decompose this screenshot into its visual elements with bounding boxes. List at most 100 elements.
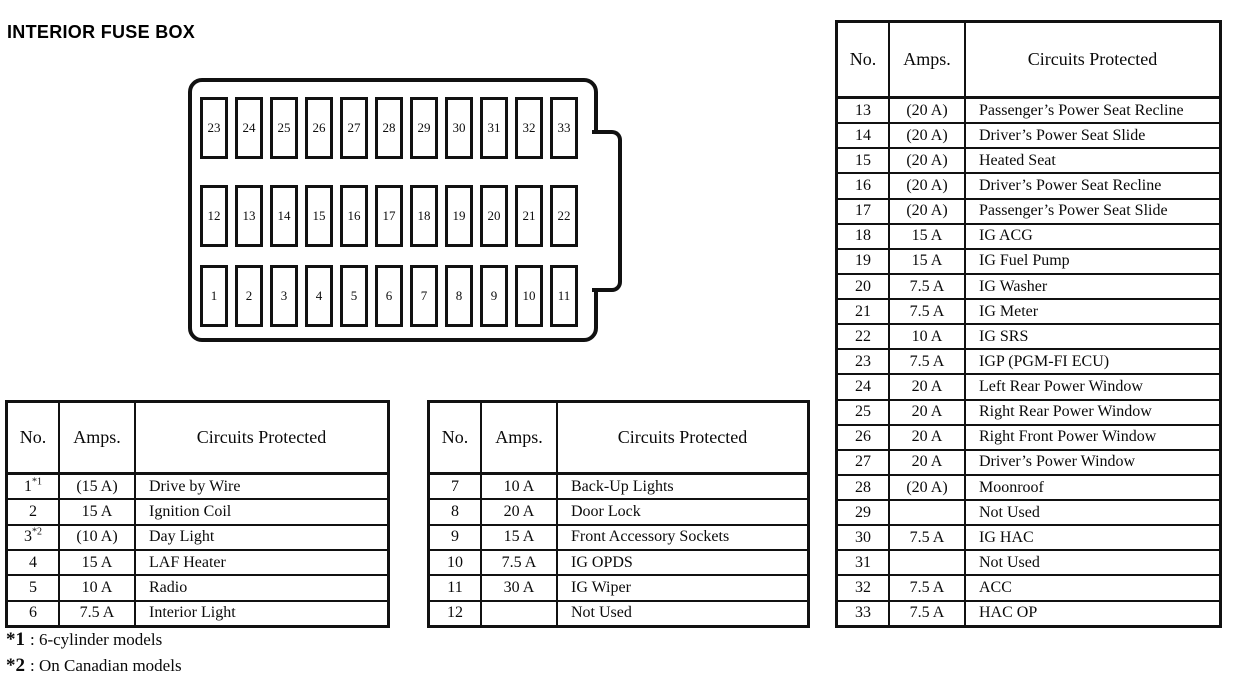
amps-cell	[888, 499, 966, 527]
amps-cell: 7.5 A	[888, 524, 966, 552]
footnote-marker: *2	[32, 526, 42, 538]
amps-cell: (20 A)	[888, 473, 966, 502]
amps-cell: 15 A	[58, 498, 136, 526]
fuse-15: 15	[305, 185, 333, 247]
amps-cell: 7.5 A	[480, 548, 558, 577]
fuse-box-connector-tab	[592, 130, 622, 292]
circuit-cell: Right Rear Power Window	[964, 398, 1222, 426]
fuse-number-cell: 26	[835, 423, 890, 451]
amps-cell: 20 A	[480, 498, 558, 526]
circuit-cell: Heated Seat	[964, 147, 1222, 175]
fuse-30: 30	[445, 97, 473, 159]
circuit-cell: Day Light	[134, 523, 390, 551]
fuse-27: 27	[340, 97, 368, 159]
fuse-21: 21	[515, 185, 543, 247]
fuse-number-cell: 5	[5, 574, 60, 602]
circuit-cell: Driver’s Power Seat Slide	[964, 122, 1222, 150]
fuse-22: 22	[550, 185, 578, 247]
amps-cell: 30 A	[480, 574, 558, 602]
column-header-amps: Amps.	[888, 20, 966, 99]
table-row-fuse-16: 16(20 A)Driver’s Power Seat Recline	[835, 172, 1222, 200]
fuse-number-cell: 12	[427, 599, 482, 628]
fuse-7: 7	[410, 265, 438, 327]
fuse-25: 25	[270, 97, 298, 159]
fuse-number-cell: 14	[835, 122, 890, 150]
amps-cell: (20 A)	[888, 96, 966, 125]
circuit-cell: Radio	[134, 574, 390, 602]
circuit-cell: IG HAC	[964, 524, 1222, 552]
table-row-fuse-1: 1*1(15 A)Drive by Wire	[5, 472, 390, 501]
column-header-circuits-protected: Circuits Protected	[964, 20, 1222, 99]
footnote-marker: *1	[32, 476, 42, 488]
fuse-6: 6	[375, 265, 403, 327]
fuse-14: 14	[270, 185, 298, 247]
fuse-29: 29	[410, 97, 438, 159]
footnote-1-marker: *1	[6, 629, 25, 650]
circuit-cell: Left Rear Power Window	[964, 373, 1222, 401]
fuse-4: 4	[305, 265, 333, 327]
footnote-2: *2: On Canadian models	[6, 655, 182, 677]
amps-cell: (20 A)	[888, 172, 966, 200]
fuse-number-cell: 6	[5, 599, 60, 628]
fuse-18: 18	[410, 185, 438, 247]
footnote-1-text: : 6-cylinder models	[30, 630, 163, 649]
fuse-number-cell: 30	[835, 524, 890, 552]
amps-cell: 20 A	[888, 398, 966, 426]
table-row-fuse-3: 3*2(10 A)Day Light	[5, 523, 390, 551]
circuit-cell: ACC	[964, 574, 1222, 602]
column-header-no: No.	[5, 400, 60, 475]
amps-cell: (20 A)	[888, 197, 966, 225]
amps-cell: 15 A	[480, 523, 558, 551]
amps-cell: 7.5 A	[888, 574, 966, 602]
circuit-cell: HAC OP	[964, 599, 1222, 628]
fuse-20: 20	[480, 185, 508, 247]
circuit-cell: LAF Heater	[134, 548, 390, 577]
amps-cell	[888, 549, 966, 577]
fuse-number-cell: 13	[835, 96, 890, 125]
fuse-3: 3	[270, 265, 298, 327]
circuit-cell: IG OPDS	[556, 548, 810, 577]
fuse-number-cell: 21	[835, 298, 890, 326]
circuit-cell: Not Used	[556, 599, 810, 628]
fuse-number-cell: 9	[427, 523, 482, 551]
fuse-13: 13	[235, 185, 263, 247]
circuit-cell: IG Fuel Pump	[964, 247, 1222, 275]
amps-cell: 7.5 A	[58, 599, 136, 628]
table-row-fuse-12: 12 Not Used	[427, 599, 810, 628]
fuse-number-cell: 1*1	[5, 472, 60, 501]
fuse-number-cell: 20	[835, 272, 890, 301]
table-row-fuse-17: 17(20 A)Passenger’s Power Seat Slide	[835, 197, 1222, 225]
amps-cell: 20 A	[888, 448, 966, 476]
amps-cell: 7.5 A	[888, 298, 966, 326]
amps-cell: 15 A	[888, 222, 966, 250]
fuse-number-cell: 7	[427, 472, 482, 501]
fuse-16: 16	[340, 185, 368, 247]
circuit-cell: Front Accessory Sockets	[556, 523, 810, 551]
footnote-2-marker: *2	[6, 655, 25, 676]
fuse-26: 26	[305, 97, 333, 159]
fuse-number-cell: 18	[835, 222, 890, 250]
amps-cell: (15 A)	[58, 472, 136, 501]
column-header-amps: Amps.	[480, 400, 558, 475]
amps-cell: 10 A	[480, 472, 558, 501]
